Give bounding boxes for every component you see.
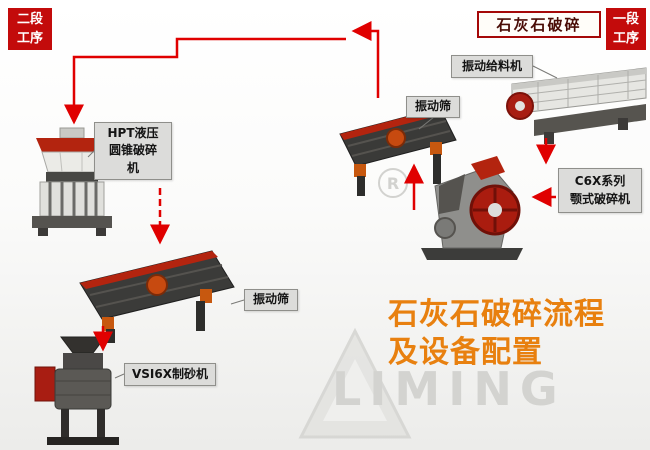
jaw-crusher-label-line2: 颚式破碎机 [569, 191, 630, 206]
feeder-label: 振动给料机 [451, 55, 533, 78]
sand-maker-illustration [34, 336, 119, 445]
brand-triangle-watermark [298, 327, 412, 439]
sand-maker-label: VSI6X制砂机 [124, 363, 216, 386]
sand-maker-label-text: VSI6X制砂机 [132, 366, 208, 381]
material-title-box: 石灰石破碎 [477, 11, 601, 38]
cone-crusher-label-line1: HPT液压 [107, 125, 159, 140]
feeder-label-text: 振动给料机 [461, 58, 522, 73]
diagram-caption-line2: 及设备配置 [388, 335, 543, 370]
diagram-caption: 石灰石破碎流程 及设备配置 [388, 296, 648, 372]
screen2-label-text: 振动筛 [252, 292, 289, 307]
screen1-label-text: 振动筛 [414, 99, 451, 114]
cone-crusher-label: HPT液压 圆锥破碎 机 [94, 122, 172, 180]
screen1-label: 振动筛 [406, 96, 460, 118]
jaw-crusher-illustration [421, 156, 523, 260]
vibrating-feeder-illustration [506, 67, 647, 144]
flow-arrow-screen1-to-left [351, 21, 380, 98]
stage-two-badge: 二段 工序 [8, 8, 52, 50]
jaw-crusher-label-line1: C6X系列 [574, 174, 626, 189]
vibrating-screen-2-illustration [79, 250, 235, 343]
stage-two-badge-line1: 二段 [16, 11, 43, 27]
stage-one-badge: 一段 工序 [606, 8, 646, 50]
cone-crusher-illustration [32, 127, 112, 236]
cone-crusher-label-line2: 圆锥破碎 [108, 143, 157, 158]
flow-arrow-to-cone-crusher [64, 37, 346, 125]
screen2-label: 振动筛 [244, 289, 298, 311]
diagram-caption-line1: 石灰石破碎流程 [388, 297, 605, 332]
stage-one-badge-line2: 工序 [612, 31, 639, 46]
stage-one-badge-line1: 一段 [612, 11, 639, 27]
stage-two-badge-line2: 工序 [16, 31, 43, 46]
jaw-crusher-label: C6X系列 颚式破碎机 [558, 168, 642, 213]
brand-watermark: LIMING [332, 362, 566, 416]
cone-crusher-label-line3: 机 [126, 160, 139, 175]
